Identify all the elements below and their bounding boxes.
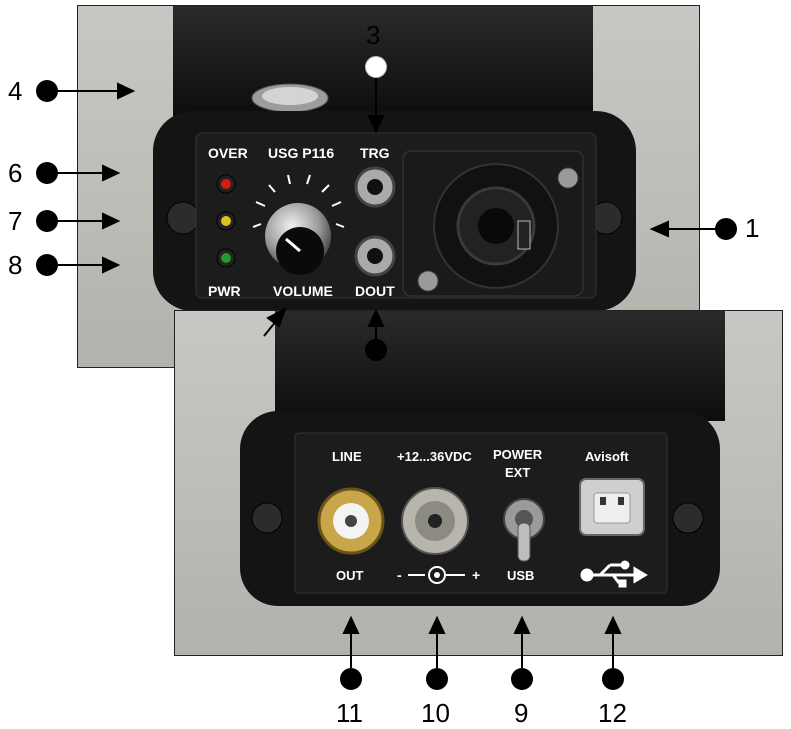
bottom-panel-illustration: LINE +12...36VDC POWER EXT Avisoft OUT -… (240, 311, 725, 606)
callout-dot-7 (36, 210, 58, 232)
label-volume: VOLUME (273, 283, 333, 299)
callout-number-7: 7 (8, 206, 23, 236)
callout-dot-9 (511, 668, 533, 690)
callout-number-11: 11 (336, 698, 363, 728)
volume-scale (252, 174, 345, 228)
label-brand: Avisoft (585, 449, 629, 464)
screw-left-bottom (251, 502, 283, 534)
callout-dot-6 (36, 162, 58, 184)
callout-dot-4 (36, 80, 58, 102)
photo-top-panel: OVER USG P116 TRG PWR VOLUME DOUT (77, 5, 700, 368)
callout-number-3: 3 (366, 20, 381, 50)
callout-dot-3 (365, 56, 387, 78)
label-over: OVER (208, 145, 248, 161)
usb-icon (580, 560, 648, 588)
callout-number-4: 4 (8, 76, 23, 106)
callout-dot-11 (340, 668, 362, 690)
callout-number-10: 10 (421, 698, 450, 728)
label-pwr: PWR (208, 283, 241, 299)
speakon-screw-bottom (417, 270, 439, 292)
callout-dot-5 (365, 339, 387, 361)
callout-number-8: 8 (8, 250, 23, 280)
inner-panel-bottom (294, 432, 668, 594)
label-usb: USB (507, 568, 534, 583)
callout-number-9: 9 (514, 698, 529, 728)
callout-number-1: 1 (745, 213, 760, 243)
callout-dot-12 (602, 668, 624, 690)
label-model: USG P116 (268, 145, 334, 161)
label-ext: EXT (505, 465, 530, 480)
screw-right-bottom (672, 502, 704, 534)
label-minus: - (397, 567, 402, 583)
enclosure-body-bottom (275, 311, 725, 421)
callout-dot-8 (36, 254, 58, 276)
label-line: LINE (332, 449, 362, 464)
label-voltage: +12...36VDC (397, 449, 472, 464)
label-plus: + (472, 567, 480, 583)
label-power: POWER (493, 447, 543, 462)
label-dout: DOUT (355, 283, 395, 299)
photo-bottom-panel: LINE +12...36VDC POWER EXT Avisoft OUT -… (174, 310, 783, 656)
speakon-screw-top (557, 167, 579, 189)
label-out: OUT (336, 568, 364, 583)
label-trg: TRG (360, 145, 390, 161)
callout-number-12: 12 (598, 698, 627, 728)
top-panel-illustration: OVER USG P116 TRG PWR VOLUME DOUT (153, 6, 636, 311)
callout-dot-1 (715, 218, 737, 240)
screw-left (166, 201, 200, 235)
polarity-symbol (408, 566, 465, 584)
callout-dot-10 (426, 668, 448, 690)
callout-number-6: 6 (8, 158, 23, 188)
